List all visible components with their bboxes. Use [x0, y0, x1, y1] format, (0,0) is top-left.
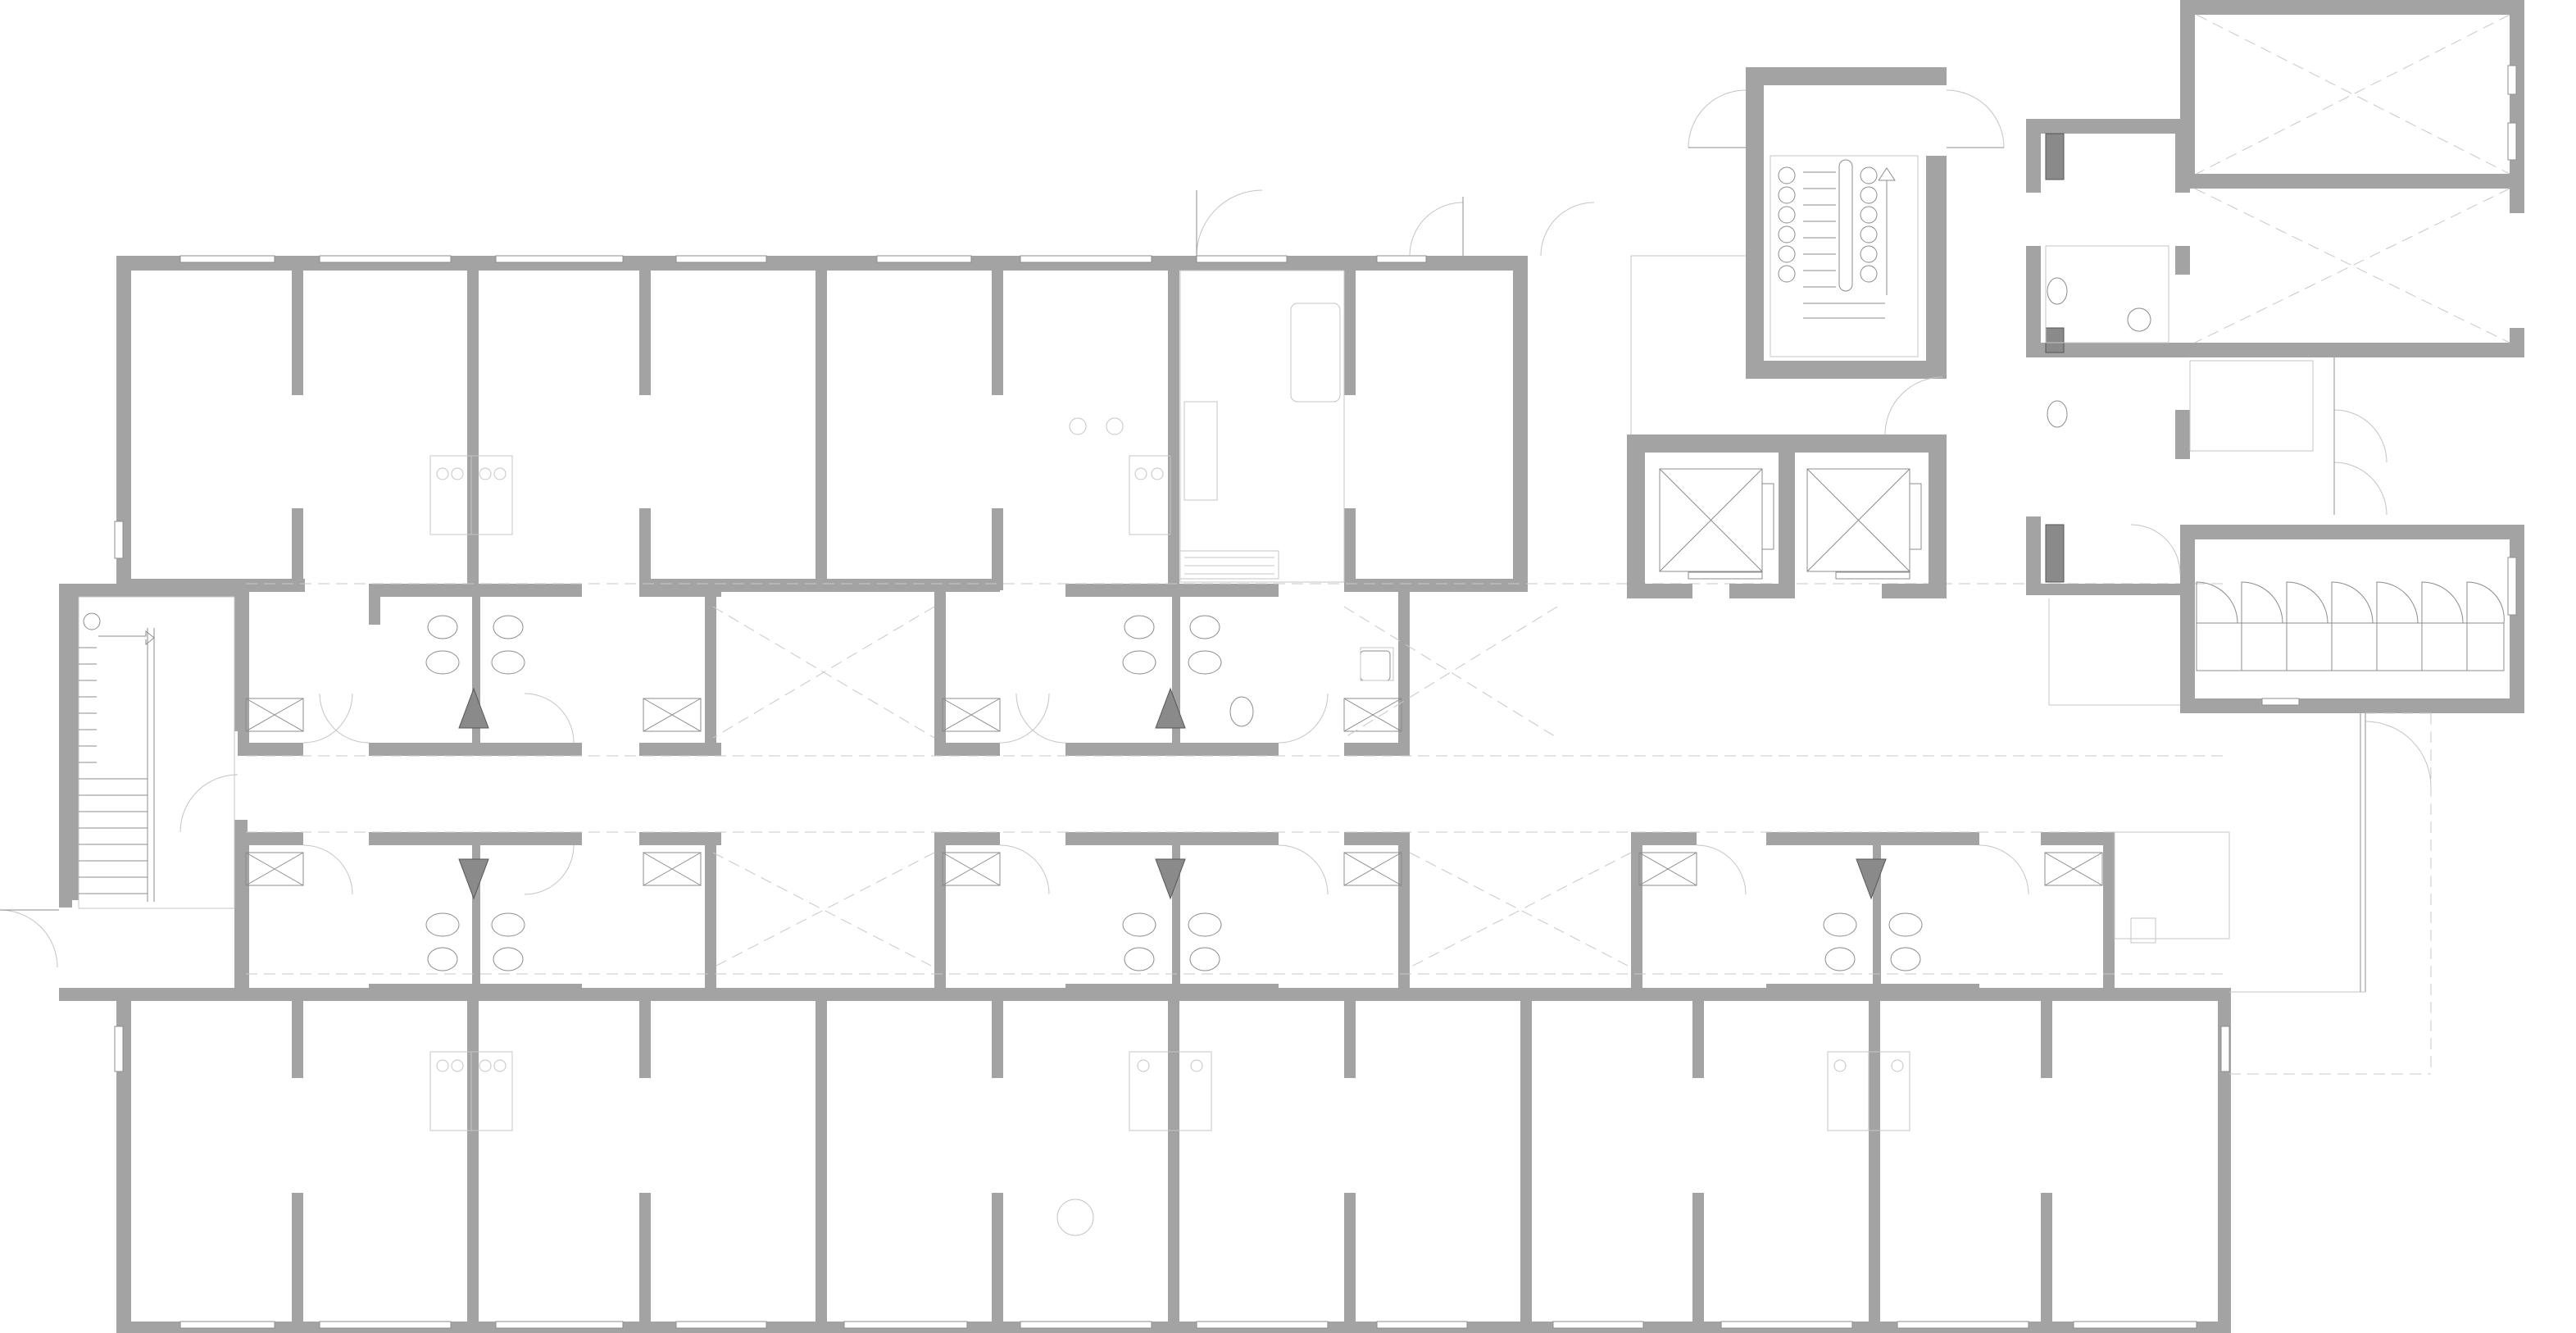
north-bathroom-blocks [238, 584, 1410, 756]
elevator-core [1627, 434, 1947, 598]
window-icon [675, 255, 767, 263]
window-icon [843, 1321, 968, 1329]
window-icon [1020, 1321, 1152, 1329]
window-icon [2507, 122, 2517, 161]
door-swings [302, 693, 2029, 895]
door-swing-icon [1409, 202, 1464, 257]
door-swing-icon [2365, 721, 2432, 788]
window-icon [179, 1321, 275, 1329]
north-wing-walls [116, 256, 1528, 592]
window-icon [2261, 698, 2300, 706]
door-swing-icon [1688, 89, 1747, 148]
door-swing-icon [2130, 524, 2181, 575]
west-stair [0, 584, 248, 1001]
door-swing-icon [0, 909, 58, 968]
window-icon [1376, 255, 1427, 263]
window-icon [876, 255, 972, 263]
window-icon [1552, 1321, 1644, 1329]
north-wing-windows [179, 255, 1427, 263]
window-icon [1376, 1321, 1468, 1329]
window-icon [319, 255, 452, 263]
stair-icon [1778, 159, 1896, 319]
window-icon [2220, 1026, 2230, 1072]
lounge-area [1179, 189, 1595, 739]
window-icon [1196, 255, 1288, 263]
window-icon [675, 1321, 767, 1329]
window-icon [319, 1321, 452, 1329]
window-icon [2507, 557, 2517, 616]
window-icon [114, 521, 124, 559]
door-swing-icon [1540, 202, 1595, 257]
south-wing-walls [59, 988, 2231, 1333]
window-icon [1196, 1321, 1329, 1329]
window-icon [179, 255, 275, 263]
shower-icon [245, 852, 2103, 886]
door-swing-icon [1196, 189, 1263, 257]
window-icon [2507, 65, 2517, 95]
corridor-ceiling-lines [246, 583, 2229, 975]
elevator-icon [1659, 468, 1774, 580]
window-icon [1020, 255, 1152, 263]
locker-room [2180, 525, 2524, 713]
service-block [2026, 0, 2524, 595]
east-entry [2048, 524, 2432, 1075]
window-icon [495, 1321, 624, 1329]
door-swing-icon [1946, 89, 2005, 148]
south-wing-windows [114, 521, 2230, 1329]
window-icon [1897, 1321, 2029, 1329]
door-swing-icon [1884, 376, 1943, 435]
window-icon [1720, 1321, 1853, 1329]
north-bath-fixtures [245, 615, 1402, 732]
washbasin-icon [425, 615, 1254, 727]
door-swing-icon [179, 774, 239, 833]
locker-doors [2196, 581, 2505, 671]
stair-icon [79, 612, 155, 894]
south-bath-fixtures [245, 852, 2103, 971]
kitchenette-icon [429, 417, 1910, 1236]
door-swing-icon [2333, 462, 2387, 516]
window-icon [495, 255, 624, 263]
washbasin-icon [425, 912, 1923, 971]
central-stair-core [1630, 67, 2005, 435]
elevator-icon [1806, 468, 1922, 580]
shower-icon [245, 698, 1402, 732]
window-icon [114, 1026, 124, 1072]
door-swing-icon [2333, 409, 2387, 463]
window-icon [2073, 1321, 2197, 1329]
